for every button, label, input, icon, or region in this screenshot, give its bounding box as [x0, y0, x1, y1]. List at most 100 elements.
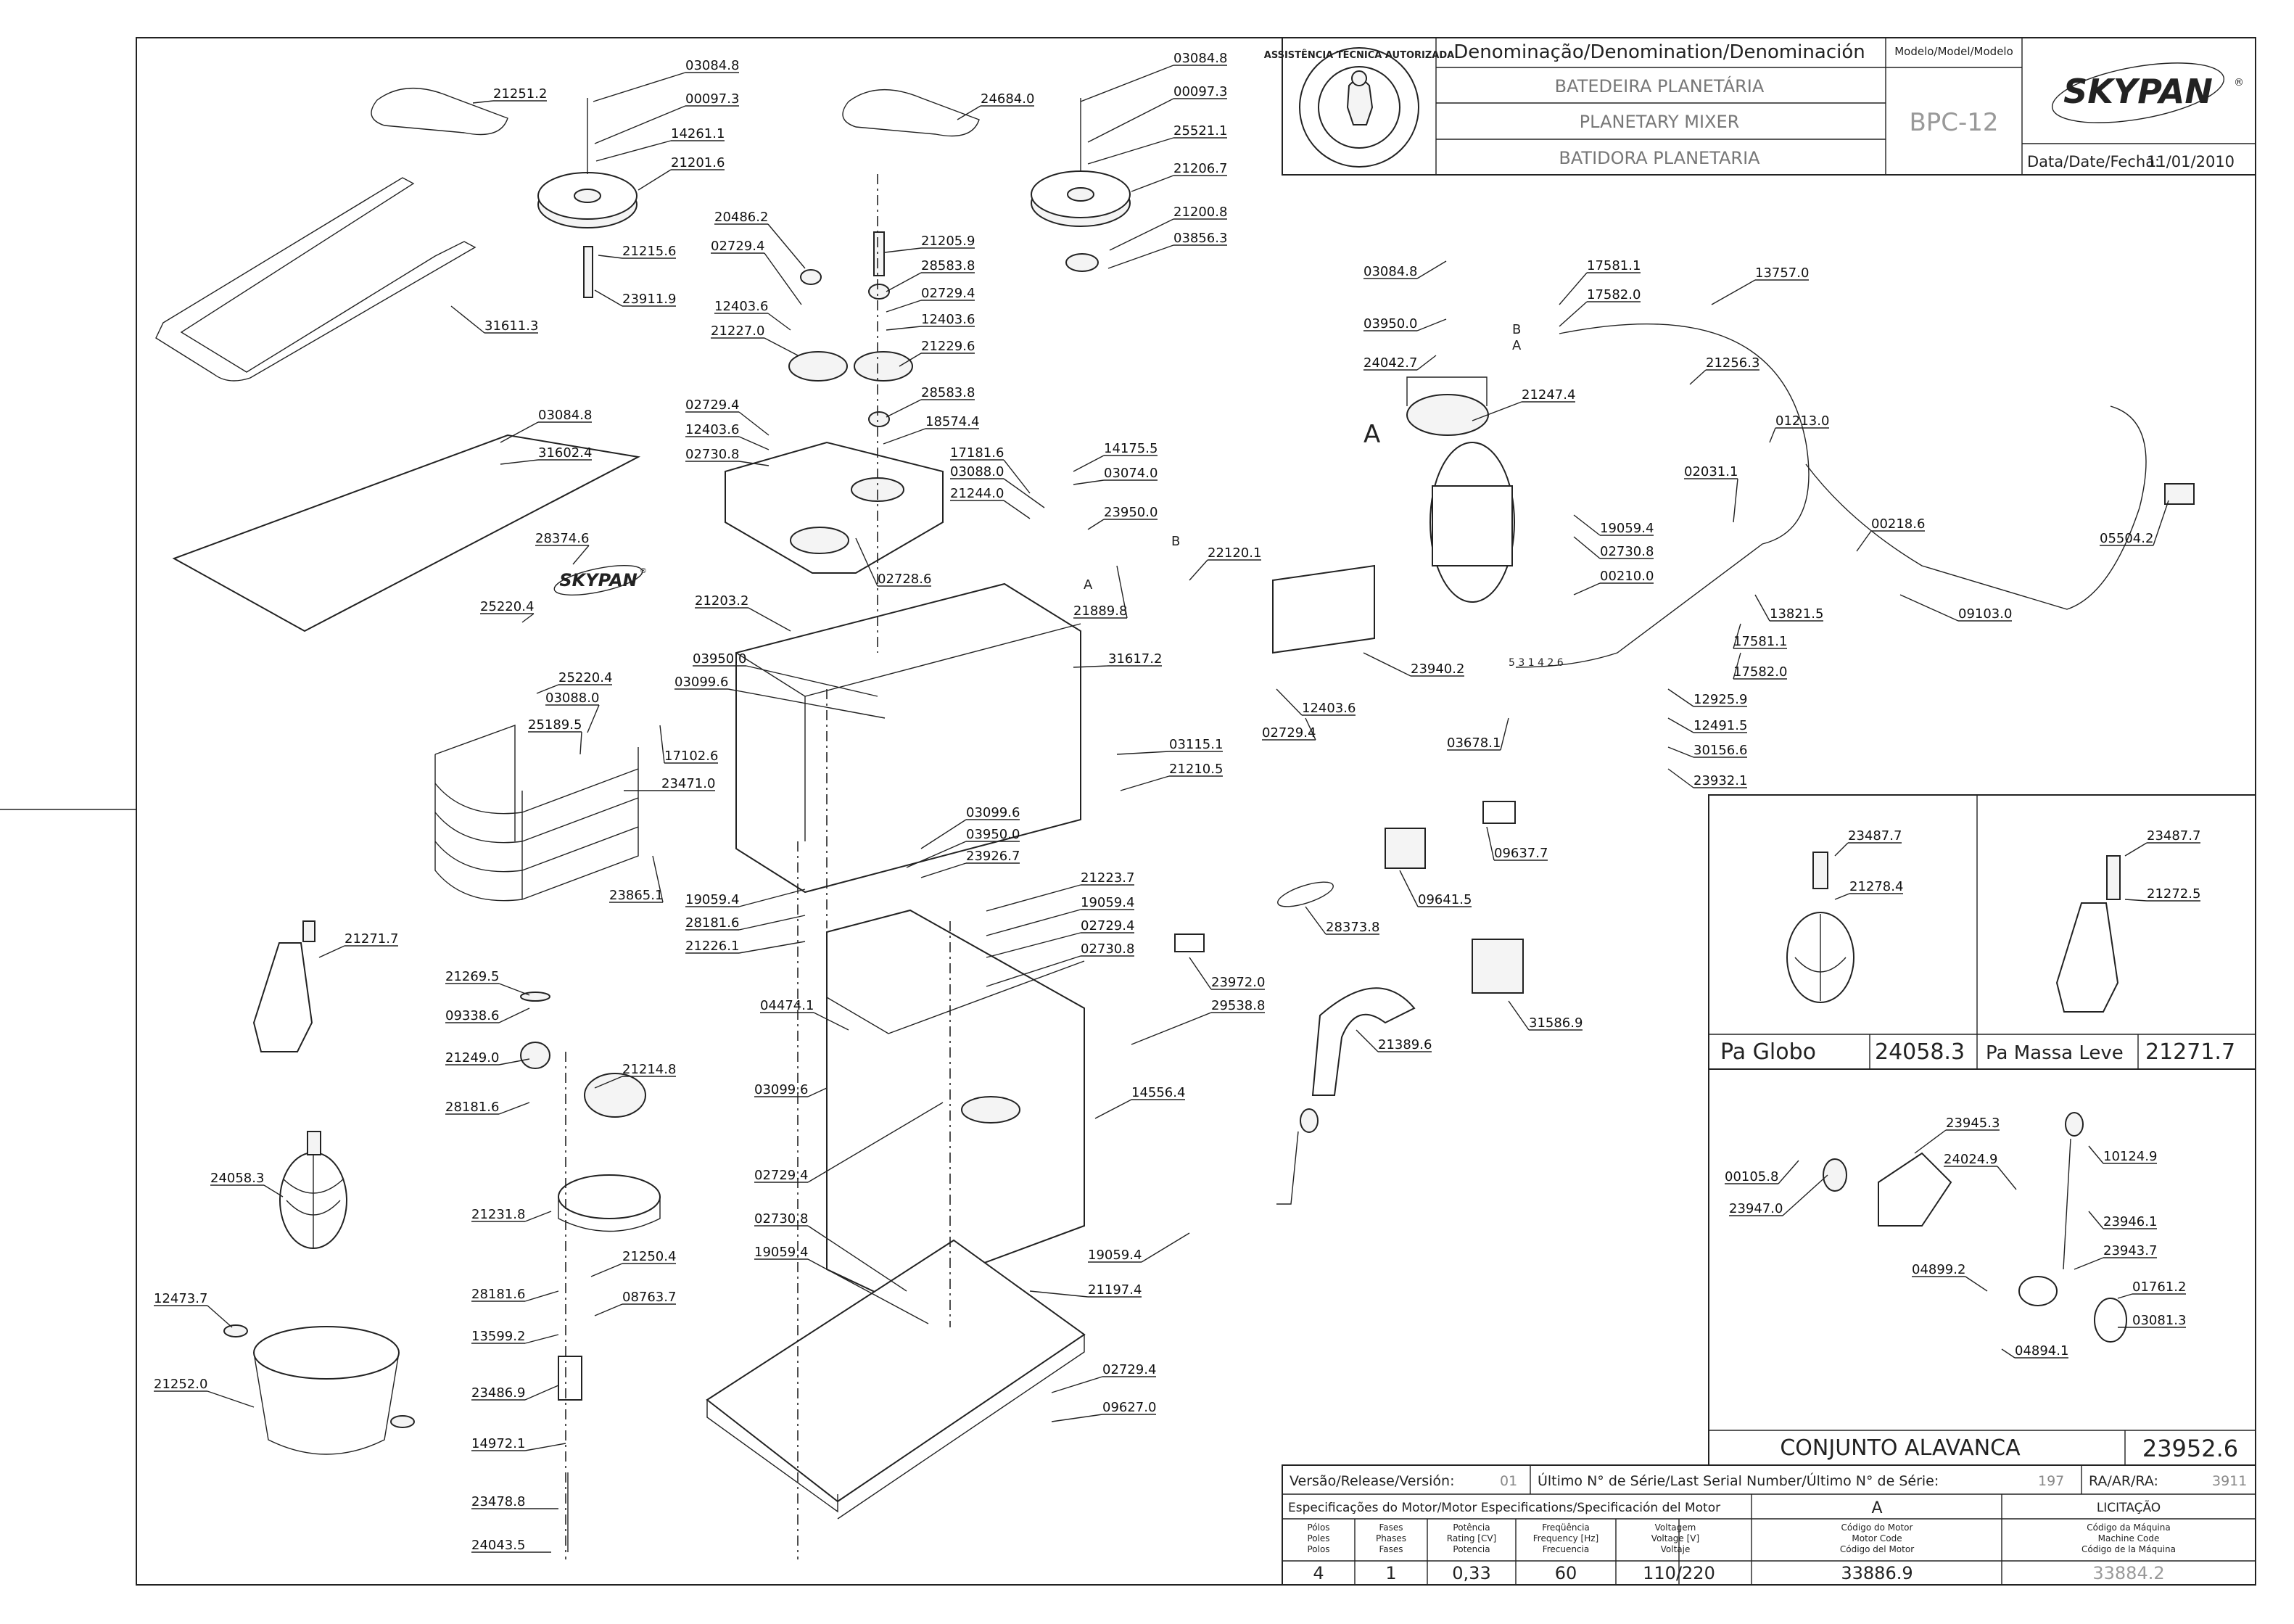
- callout-text: 02729.4: [1102, 1362, 1156, 1377]
- globo-code: 24058.3: [1875, 1039, 1965, 1065]
- callout-leader: [593, 72, 686, 102]
- callout-leader: [855, 537, 878, 587]
- callout-text: 31586.9: [1529, 1015, 1583, 1031]
- callout-leader: [807, 1258, 929, 1324]
- planetary-21231-8: [558, 1174, 661, 1219]
- callout-text: 31617.2: [1108, 651, 1162, 667]
- callout-31611-3: 31611.3: [450, 305, 538, 334]
- callout-leader: [1416, 260, 1447, 279]
- callout-text: 12403.6: [714, 299, 768, 314]
- callout-leader: [2074, 1257, 2104, 1270]
- callout-text: 21229.6: [921, 339, 975, 354]
- callout-leader: [2124, 842, 2147, 857]
- callout-leader: [472, 100, 494, 104]
- callout-17102-6: 17102.6: [659, 725, 718, 764]
- callout-leader: [1051, 1414, 1103, 1422]
- callout-leader: [498, 1007, 530, 1023]
- callout-text: 23972.0: [1211, 975, 1265, 990]
- callout-text: 21250.4: [622, 1249, 676, 1264]
- beater-21271-7: [252, 942, 313, 1052]
- callout-23478-8: 23478.8: [471, 1494, 558, 1509]
- hdr-frequency-es: Frecuencia: [1543, 1544, 1590, 1554]
- callout-text: 00218.6: [1871, 516, 1925, 532]
- date-value: 11/01/2010: [2147, 153, 2235, 170]
- callout-leader: [524, 1211, 552, 1222]
- callout-02730-8: 02730.8: [754, 1211, 907, 1292]
- lever-assembly-label: CONJUNTO ALAVANCA: [1780, 1435, 2021, 1461]
- callout-leader: [1997, 1166, 2017, 1190]
- callout-21200-8: 21200.8: [1109, 205, 1227, 251]
- callout-text: 17181.6: [950, 445, 1004, 461]
- globo-label: Pa Globo: [1720, 1039, 1816, 1065]
- callout-leader: [748, 607, 791, 632]
- callout-21223-7: 21223.7: [986, 870, 1134, 912]
- callout-00218-6: 00218.6: [1856, 516, 1925, 552]
- harness-21256-3: [1515, 323, 1810, 668]
- callout-text: 22120.1: [1208, 545, 1261, 561]
- callout-leader: [1399, 870, 1419, 907]
- col-A-header: A: [1871, 1499, 1882, 1517]
- callout-leader: [1073, 479, 1105, 485]
- hdr-rating-pt: Potência: [1453, 1522, 1490, 1533]
- callout-23943-7: 23943.7: [2074, 1243, 2157, 1270]
- callout-leader: [807, 1225, 907, 1292]
- callout-leader: [594, 105, 686, 144]
- callout-leader: [1087, 519, 1105, 530]
- callout-leader: [1733, 623, 1741, 649]
- hdr-motor-code-es: Código del Motor: [1840, 1544, 1914, 1554]
- callout-text: 03088.0: [950, 464, 1004, 479]
- hdr-frequency-pt: Freqüência: [1542, 1522, 1590, 1533]
- callout-text: 19059.4: [1600, 521, 1654, 536]
- callout-02728-6: 02728.6: [855, 537, 931, 587]
- callout-leader: [524, 1443, 566, 1451]
- callout-02729-4: 02729.4: [711, 239, 802, 305]
- callout-leader: [652, 855, 664, 903]
- callout-18574-4: 18574.4: [883, 414, 979, 445]
- callout-19059-4: 19059.4: [1088, 1232, 1190, 1263]
- callout-03088-0: 03088.0: [545, 691, 600, 733]
- callout-09338-6: 09338.6: [445, 1007, 530, 1023]
- callout-text: 17582.0: [1587, 287, 1641, 302]
- callout-leader: [884, 247, 922, 253]
- callout-text: 12925.9: [1693, 692, 1747, 707]
- callout-21205-9: 21205.9: [884, 234, 975, 253]
- callout-text: 00210.0: [1600, 569, 1654, 584]
- callout-leader: [1189, 559, 1208, 581]
- motor-A-marker: A: [1363, 420, 1380, 449]
- callout-21889-8: 21889.8: [1073, 565, 1128, 619]
- callout-02729-4: 02729.4: [1051, 1362, 1156, 1393]
- hdr-machine-code-en: Machine Code: [2098, 1533, 2160, 1543]
- callout-14556-4: 14556.4: [1094, 1085, 1185, 1119]
- callout-03099-6: 03099.6: [674, 675, 886, 719]
- callout-text: 12403.6: [685, 422, 739, 437]
- name-pt: BATEDEIRA PLANETÁRIA: [1555, 75, 1765, 96]
- callout-leader: [1131, 175, 1174, 192]
- callout-text: 00097.3: [1173, 84, 1227, 99]
- callout-leader: [1003, 478, 1045, 508]
- callout-21226-1: 21226.1: [685, 939, 806, 954]
- ra-label: RA/AR/RA:: [2089, 1473, 2158, 1489]
- callout-text: 19059.4: [754, 1245, 808, 1260]
- callout-23865-1: 23865.1: [609, 855, 664, 903]
- callout-text: 02729.4: [921, 286, 975, 301]
- callout-leader: [536, 684, 559, 694]
- callout-leader: [920, 819, 967, 849]
- hdr-machine-code-pt: Código da Máquina: [2087, 1522, 2170, 1533]
- callout-leader: [638, 169, 672, 191]
- callout-23945-3: 23945.3: [1914, 1116, 2000, 1154]
- callout-02729-4: 02729.4: [685, 397, 770, 436]
- callout-leader: [207, 1390, 255, 1408]
- callout-19059-4: 19059.4: [754, 1245, 929, 1324]
- callout-28181-6: 28181.6: [685, 915, 806, 931]
- callout-03084-8: 03084.8: [1363, 260, 1447, 279]
- callout-28181-6: 28181.6: [445, 1100, 530, 1115]
- callout-text: 21201.6: [671, 155, 725, 170]
- callout-text: 20486.2: [714, 210, 768, 225]
- release-value: 01: [1500, 1473, 1517, 1489]
- title-block: ASSISTÊNCIA TÉCNICA AUTORIZADA Denominaç…: [1264, 37, 2256, 176]
- hdr-motor-code-pt: Código do Motor: [1841, 1522, 1913, 1533]
- callout-text: 31602.4: [538, 445, 592, 461]
- callout-23486-9: 23486.9: [471, 1385, 559, 1401]
- callout-28583-8: 28583.8: [886, 258, 975, 292]
